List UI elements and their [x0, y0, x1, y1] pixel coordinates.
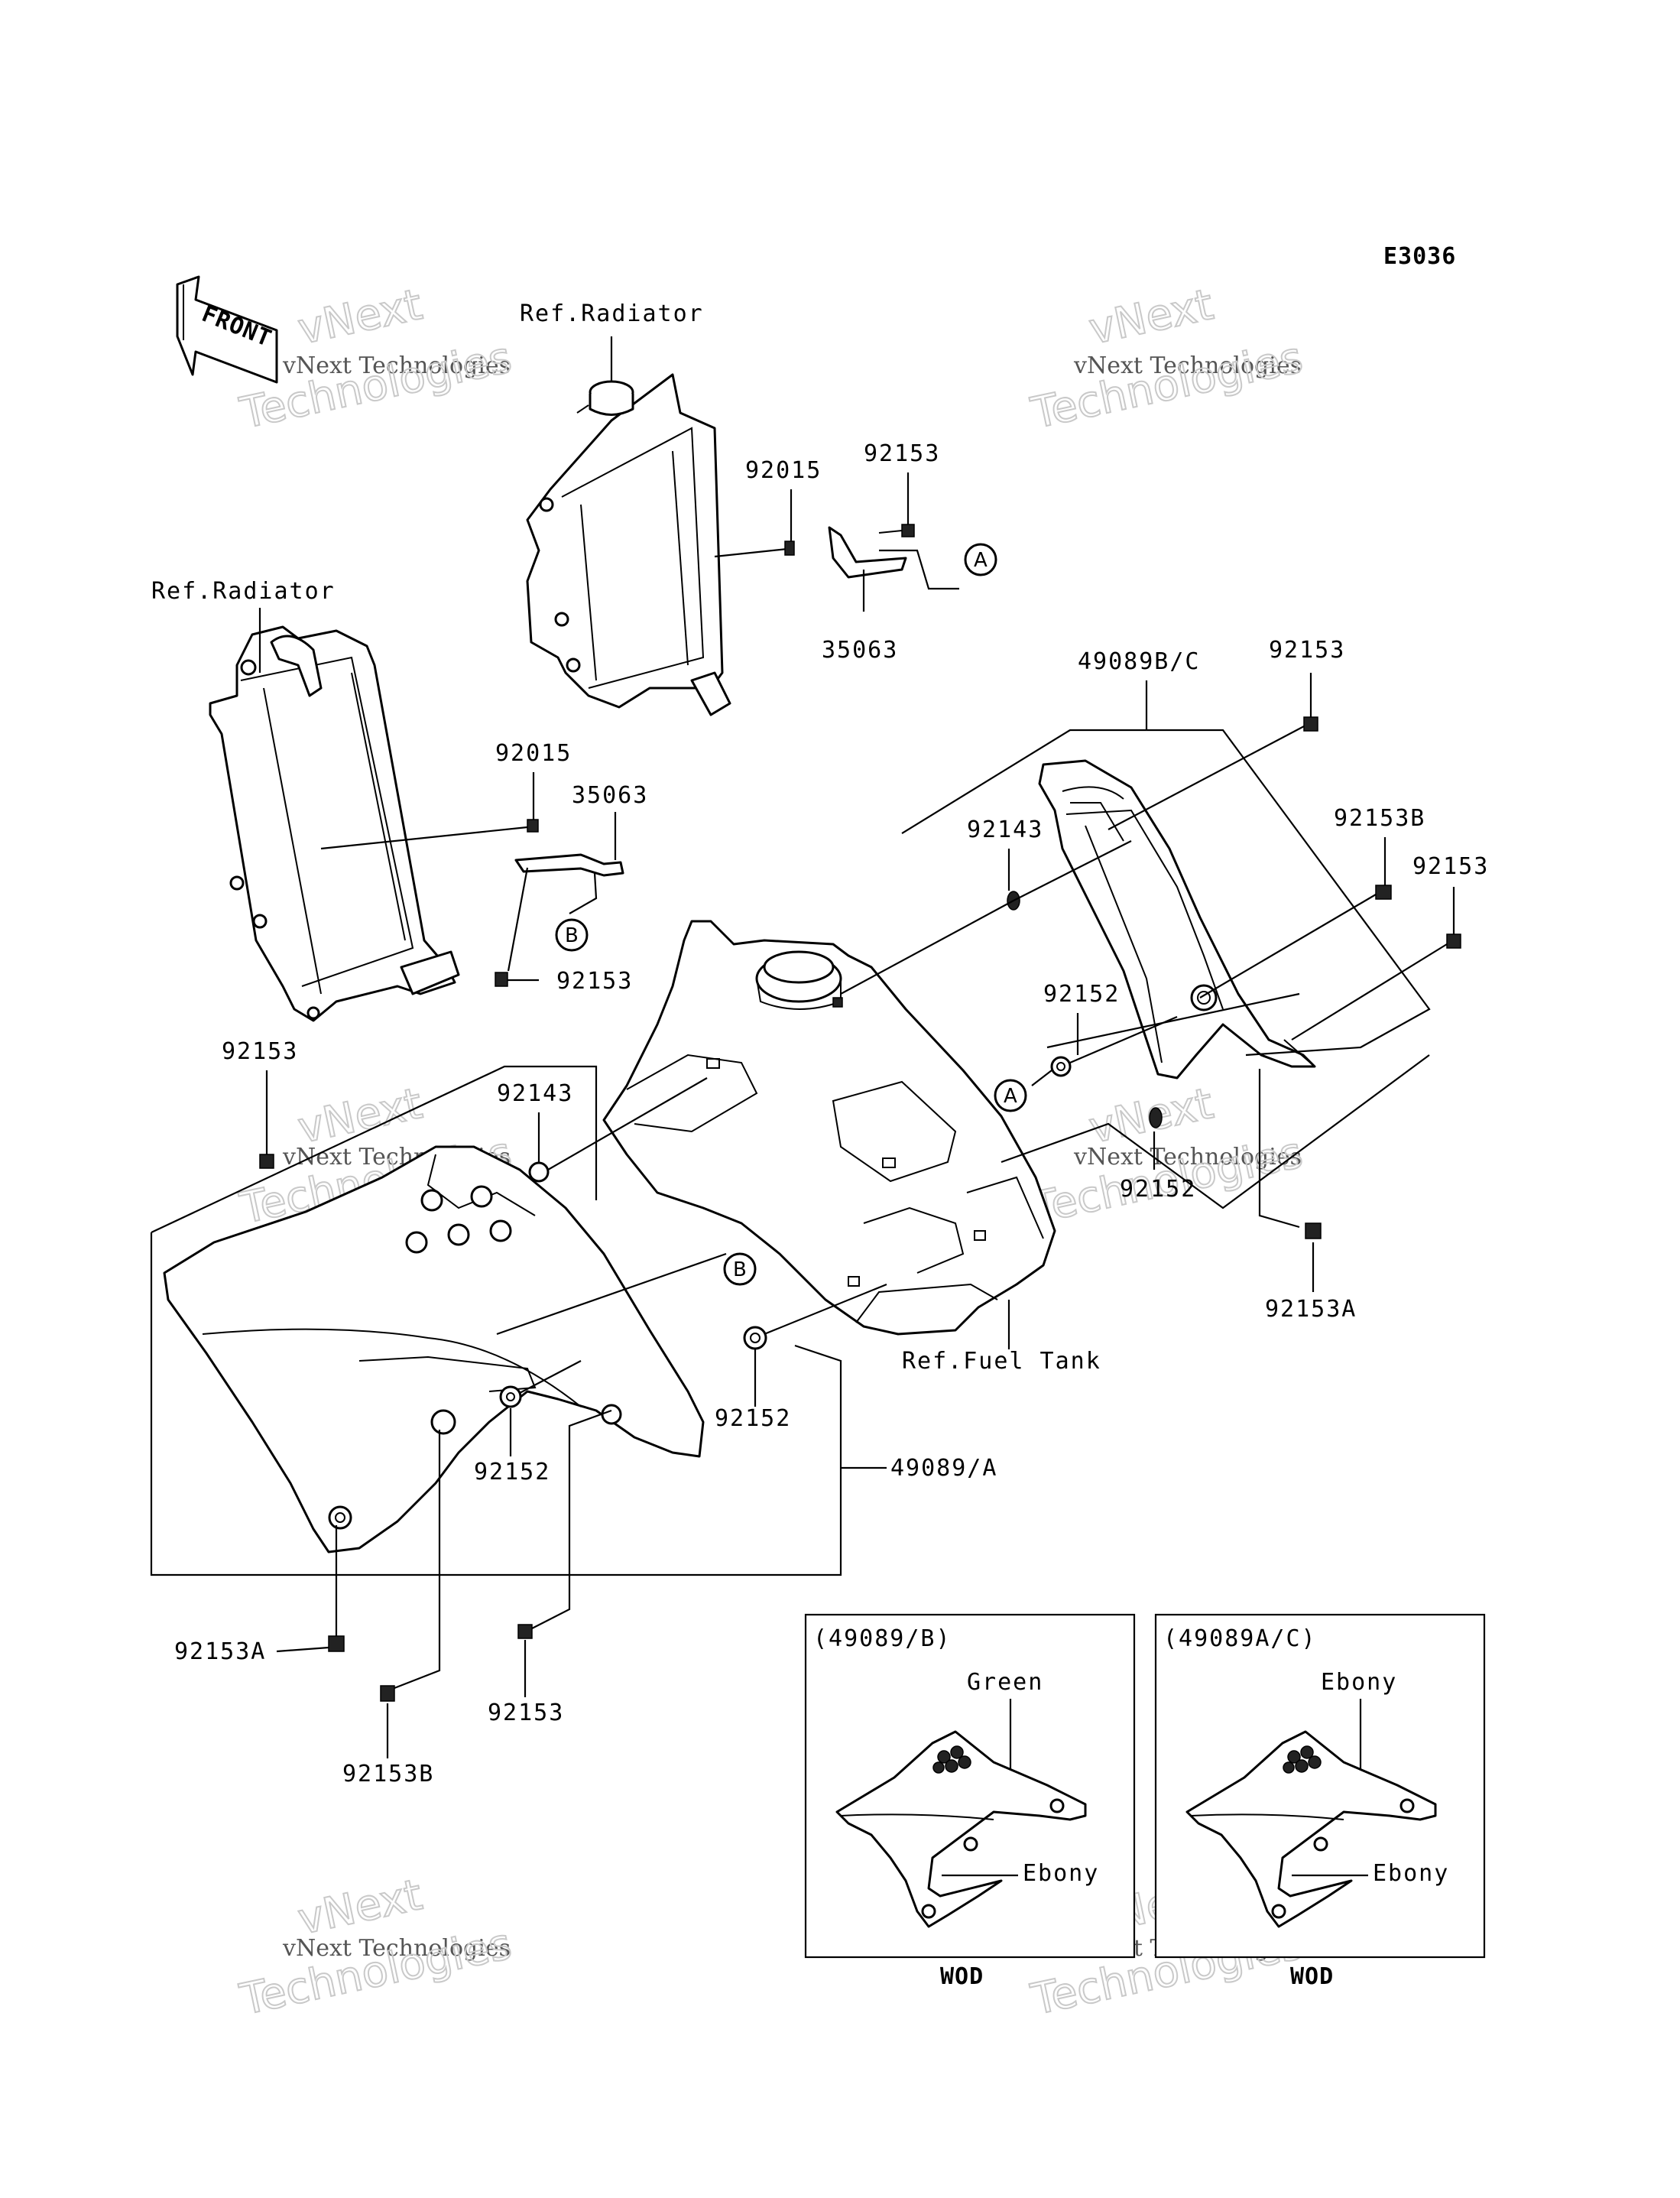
clip-92015-top	[784, 541, 795, 556]
bolt-92153-right	[1446, 933, 1461, 949]
inset-ac-shroud-icon	[1185, 1730, 1437, 1928]
label-49089bc: 49089B/C	[1078, 648, 1201, 675]
bolt-92153-right-top	[1303, 716, 1318, 732]
inset-b-lower-color: Ebony	[1023, 1860, 1099, 1887]
inset-b-model: WOD	[940, 1963, 984, 1990]
label-92015-left: 92015	[495, 740, 572, 767]
svg-text:vNext Technologies: vNext Technologies	[282, 352, 511, 379]
label-92143-left: 92143	[497, 1080, 573, 1107]
label-92153-right-top: 92153	[1269, 637, 1345, 664]
label-92152-right: 92152	[1043, 981, 1120, 1008]
inset-b-title: (49089/B)	[813, 1625, 952, 1652]
label-92153-right: 92153	[1412, 853, 1489, 880]
washer-92152-center	[743, 1326, 767, 1350]
inset-b-upper-color: Green	[967, 1669, 1043, 1696]
ref-fuel-tank-label: Ref.Fuel Tank	[902, 1348, 1101, 1375]
label-92153-left: 92153	[222, 1038, 298, 1065]
svg-text:vNext Technologies: vNext Technologies	[1073, 352, 1302, 379]
label-92153-bottom: 92153	[488, 1700, 564, 1726]
label-92015-top: 92015	[745, 457, 822, 484]
label-92152-right-low: 92152	[1120, 1176, 1196, 1203]
label-92153a-left: 92153A	[174, 1638, 266, 1665]
bolt-92153a-right	[1305, 1222, 1322, 1239]
label-35063-left: 35063	[572, 782, 648, 809]
svg-text:vNext: vNext	[294, 280, 426, 355]
bracket-35063-top	[828, 526, 907, 579]
shroud-left-49089a	[163, 1145, 705, 1554]
label-35063-top: 35063	[822, 637, 898, 664]
shroud-right-49089bc	[1038, 759, 1316, 1080]
bracket-35063-left	[514, 853, 624, 877]
bolt-92153-left	[259, 1154, 274, 1169]
inset-49089b: (49089/B) Green Ebony WOD	[804, 1613, 1136, 1990]
label-92153b-bottom: 92153B	[342, 1761, 434, 1787]
label-92153-top: 92153	[864, 440, 940, 467]
watermark-bottom-left: vNext vNext Technologies Technologies	[235, 1869, 516, 2026]
inset-ac-model: WOD	[1290, 1963, 1334, 1990]
svg-text:B: B	[565, 924, 579, 947]
circle-ref-b-left: B	[555, 918, 589, 952]
ref-radiator-left-label: Ref.Radiator	[151, 578, 336, 605]
label-92152-left: 92152	[474, 1459, 550, 1485]
washer-92152-right	[1050, 1056, 1072, 1077]
inset-49089ac: (49089A/C) Ebony Ebony WOD	[1154, 1613, 1486, 1990]
clip-92015-left	[527, 819, 539, 833]
washer-92152-left	[499, 1385, 522, 1408]
svg-text:Technologies: Technologies	[1026, 333, 1306, 439]
front-arrow-icon: FRONT	[176, 275, 278, 384]
svg-text:vNext: vNext	[294, 1079, 426, 1154]
ref-radiator-top-label: Ref.Radiator	[520, 300, 704, 327]
diagram-id: E3036	[1383, 243, 1456, 270]
bolt-92153-bottom	[517, 1624, 533, 1639]
svg-text:vNext: vNext	[1085, 280, 1218, 355]
svg-text:A: A	[974, 549, 988, 572]
bolt-92153b-bottom	[380, 1685, 395, 1702]
label-92153-leftmid: 92153	[556, 968, 633, 995]
washer-92143-left	[528, 1161, 550, 1183]
svg-text:B: B	[733, 1258, 747, 1281]
svg-text:vNext Technologies: vNext Technologies	[1073, 1144, 1302, 1170]
svg-text:vNext: vNext	[294, 1870, 426, 1945]
radiator-left	[209, 625, 460, 1022]
watermark-top-right: vNext vNext Technologies Technologies	[1026, 279, 1307, 440]
radiator-top	[526, 373, 731, 716]
bolt-92153b-right	[1375, 885, 1392, 900]
label-92152-center: 92152	[715, 1405, 791, 1432]
label-92153a-right: 92153A	[1265, 1296, 1357, 1323]
inset-ac-upper-color: Ebony	[1321, 1669, 1397, 1696]
circle-ref-a-mid: A	[994, 1079, 1027, 1112]
circle-ref-a-top: A	[964, 543, 997, 576]
circle-ref-b-center: B	[723, 1252, 757, 1286]
label-92143-right: 92143	[967, 817, 1043, 843]
washer-92152-right-low	[1149, 1107, 1163, 1128]
svg-text:A: A	[1004, 1085, 1017, 1108]
label-49089a: 49089/A	[890, 1455, 997, 1482]
watermark-mid-right: vNext vNext Technologies Technologies	[1026, 1078, 1307, 1235]
bolt-92153a-left	[328, 1635, 345, 1652]
inset-b-shroud-icon	[835, 1730, 1087, 1928]
inset-ac-title: (49089A/C)	[1163, 1625, 1317, 1652]
bolt-92153-top	[878, 524, 915, 537]
label-92153b-right: 92153B	[1334, 805, 1425, 832]
bolt-92153-leftmid	[495, 972, 508, 987]
inset-ac-lower-color: Ebony	[1373, 1860, 1449, 1887]
svg-text:vNext Technologies: vNext Technologies	[282, 1935, 511, 1962]
fuel-tank	[602, 920, 1056, 1336]
